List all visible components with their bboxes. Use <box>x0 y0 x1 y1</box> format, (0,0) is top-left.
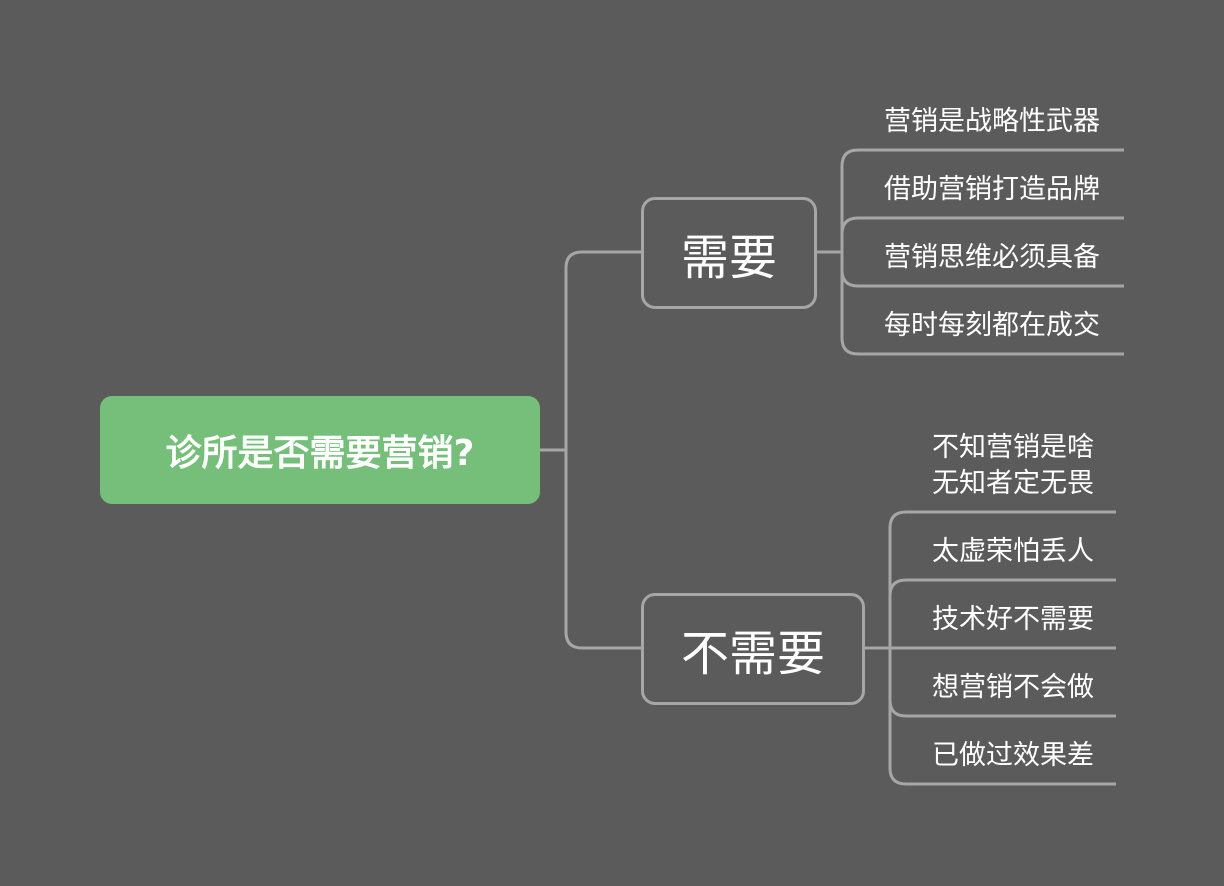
branch-no-need[interactable]: 不需要 <box>641 593 865 705</box>
branch-need[interactable]: 需要 <box>641 197 817 309</box>
leaf-no-need-1[interactable]: 不知营销是啥 无知者定无畏 <box>932 430 1094 502</box>
leaf-no-need-3-text: 技术好不需要 <box>932 604 1094 635</box>
branch-need-label: 需要 <box>680 230 777 286</box>
leaf-no-need-1-line-1: 不知营销是啥 <box>932 432 1094 463</box>
connector-root-need <box>564 250 641 450</box>
connector-need-bracket <box>840 148 1124 356</box>
leaf-need-4[interactable]: 每时每刻都在成交 <box>884 308 1100 344</box>
leaf-no-need-5[interactable]: 已做过效果差 <box>932 738 1094 774</box>
connector-need-leaf-2 <box>840 216 1124 235</box>
leaf-need-3[interactable]: 营销思维必须具备 <box>884 240 1100 276</box>
leaf-need-2-text: 借助营销打造品牌 <box>884 174 1100 205</box>
root-topic-label: 诊所是否需要营销? <box>165 433 475 474</box>
leaf-no-need-4-text: 想营销不会做 <box>932 672 1094 703</box>
connector-need-leaf-3 <box>840 269 1124 288</box>
leaf-need-1[interactable]: 营销是战略性武器 <box>884 104 1100 140</box>
leaf-no-need-3[interactable]: 技术好不需要 <box>932 602 1094 638</box>
root-topic[interactable]: 诊所是否需要营销? <box>100 396 540 504</box>
leaf-need-3-text: 营销思维必须具备 <box>884 242 1100 273</box>
leaf-no-need-1-line-2: 无知者定无畏 <box>932 468 1094 499</box>
branch-no-need-label: 不需要 <box>680 626 825 682</box>
leaf-no-need-5-text: 已做过效果差 <box>932 740 1094 771</box>
leaf-no-need-2-text: 太虚荣怕丢人 <box>932 536 1094 567</box>
leaf-need-1-text: 营销是战略性武器 <box>884 106 1100 137</box>
leaf-need-4-text: 每时每刻都在成交 <box>884 310 1100 341</box>
leaf-no-need-4[interactable]: 想营销不会做 <box>932 670 1094 706</box>
connector-noneed-leaf-2 <box>888 578 1116 597</box>
connector-root-noneed <box>564 450 641 650</box>
connector-noneed-leaf-4 <box>888 699 1116 718</box>
leaf-need-2[interactable]: 借助营销打造品牌 <box>884 172 1100 208</box>
leaf-no-need-2[interactable]: 太虚荣怕丢人 <box>932 534 1094 570</box>
